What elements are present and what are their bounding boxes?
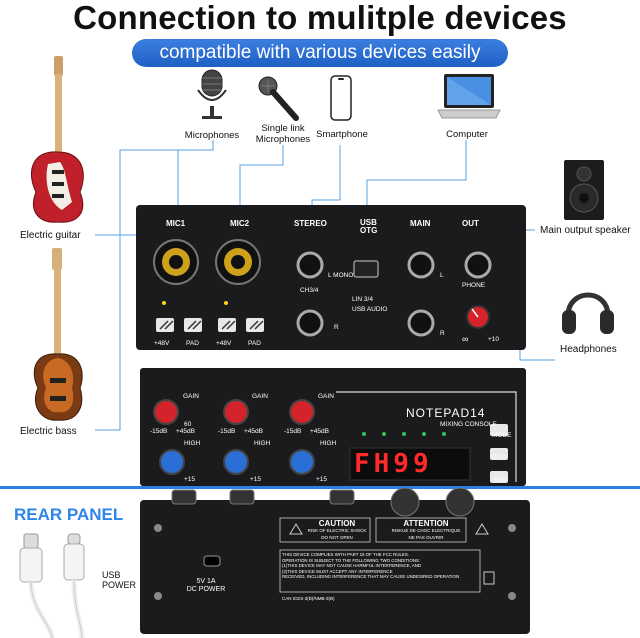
mic2-label: MIC2 xyxy=(230,219,250,228)
attention-block: ATTENTION RISKUE DE CHOC ELECTRIQUE NE P… xyxy=(391,519,461,541)
section-divider xyxy=(0,486,640,489)
l-mono-label: L MONO xyxy=(328,272,354,279)
phone-min-label: ∞ xyxy=(462,334,469,344)
led-display: FH99 xyxy=(354,449,433,479)
dc-power-label: 5V 1A DC POWER xyxy=(186,578,226,593)
subtitle-banner: compatible with various devices easily xyxy=(132,39,508,67)
smartphone-icon xyxy=(330,75,352,121)
high2-plus-label: +15 xyxy=(250,476,262,483)
mic1-48v-label: +48V xyxy=(154,340,170,347)
ch34-label: CH3/4 xyxy=(300,287,319,294)
gain3-min-label: -15dB xyxy=(284,428,302,435)
high3-label: HIGH xyxy=(320,440,337,447)
main-label: MAIN xyxy=(410,219,431,228)
stereo-r-label: R xyxy=(334,324,339,331)
label-usb-power: USB POWER xyxy=(102,570,137,590)
gain2-min-label: -15dB xyxy=(218,428,236,435)
label-electric-guitar: Electric guitar xyxy=(20,230,81,241)
gain3-max-label: +45dB xyxy=(310,428,329,435)
usb-audio-label: USB AUDIO xyxy=(352,306,388,313)
stereo-label: STEREO xyxy=(294,219,327,228)
laptop-icon xyxy=(437,74,501,119)
gain2-label: GAIN xyxy=(252,393,268,400)
mic2-48v-label: +48V xyxy=(216,340,232,347)
mic1-label: MIC1 xyxy=(166,219,186,228)
high1-plus-label: +15 xyxy=(184,476,196,483)
main-l-label: L xyxy=(440,272,444,279)
gain3-label: GAIN xyxy=(318,393,334,400)
fcc-notice: THIS DEVICE COMPLIES WITH PART 15 OF THE… xyxy=(282,552,460,579)
high2-label: HIGH xyxy=(254,440,271,447)
handheld-mic-icon xyxy=(258,76,299,121)
mic1-pad-label: PAD xyxy=(186,340,199,347)
brand-name: NOTEPAD14 xyxy=(406,406,486,420)
caution-block: CAUTION RISK OF ELECTRIC SHOCK DO NOT OP… xyxy=(307,519,367,541)
phone-max-label: +10 xyxy=(488,336,500,343)
label-microphones: Microphones xyxy=(184,130,240,141)
label-computer: Computer xyxy=(446,129,488,140)
brand-subtitle: MIXING CONSOLE xyxy=(440,421,497,428)
gain1-label: GAIN xyxy=(183,393,199,400)
gain1-max-label: +45dB xyxy=(176,428,195,435)
rear-panel-body xyxy=(140,500,530,634)
microphone-icon xyxy=(197,69,227,119)
speaker-icon xyxy=(564,160,604,220)
rear-panel-title: REAR PANEL xyxy=(14,505,124,524)
rear-panel-art xyxy=(154,488,516,600)
label-single-link: Single link Microphones xyxy=(255,123,311,145)
mixer-front-panel-art xyxy=(153,391,517,483)
label-main-output-speaker: Main output speaker xyxy=(540,225,631,236)
main-r-label: R xyxy=(440,330,445,337)
high1-label: HIGH xyxy=(184,440,201,447)
gain1-min-label: -15dB xyxy=(150,428,168,435)
can-ices-label: CAN ICES-3(B)/NMB-3(B) xyxy=(282,596,335,601)
mode-label: MODE xyxy=(492,432,512,439)
gain2-max-label: +45dB xyxy=(244,428,263,435)
label-electric-bass: Electric bass xyxy=(20,426,77,437)
electric-guitar-icon xyxy=(30,56,84,223)
label-headphones: Headphones xyxy=(560,344,617,355)
out-label: OUT xyxy=(462,219,479,228)
mic2-pad-label: PAD xyxy=(248,340,261,347)
usb-otg-label: USB OTG xyxy=(360,218,378,235)
gain1-sixty-label: 60 xyxy=(184,421,192,428)
rep-label: REP xyxy=(494,477,508,484)
headphones-icon xyxy=(562,292,614,334)
mixer-top-panel-art xyxy=(153,239,492,337)
rec-label: REC xyxy=(492,454,506,461)
page-title: Connection to mulitple devices xyxy=(73,0,567,36)
label-smartphone: Smartphone xyxy=(316,129,368,140)
electric-bass-icon xyxy=(33,248,83,421)
lin34-label: LIN 3/4 xyxy=(352,296,373,303)
high3-plus-label: +15 xyxy=(316,476,328,483)
phone-label: PHONE xyxy=(462,282,486,289)
usb-cables-icon xyxy=(19,533,85,638)
